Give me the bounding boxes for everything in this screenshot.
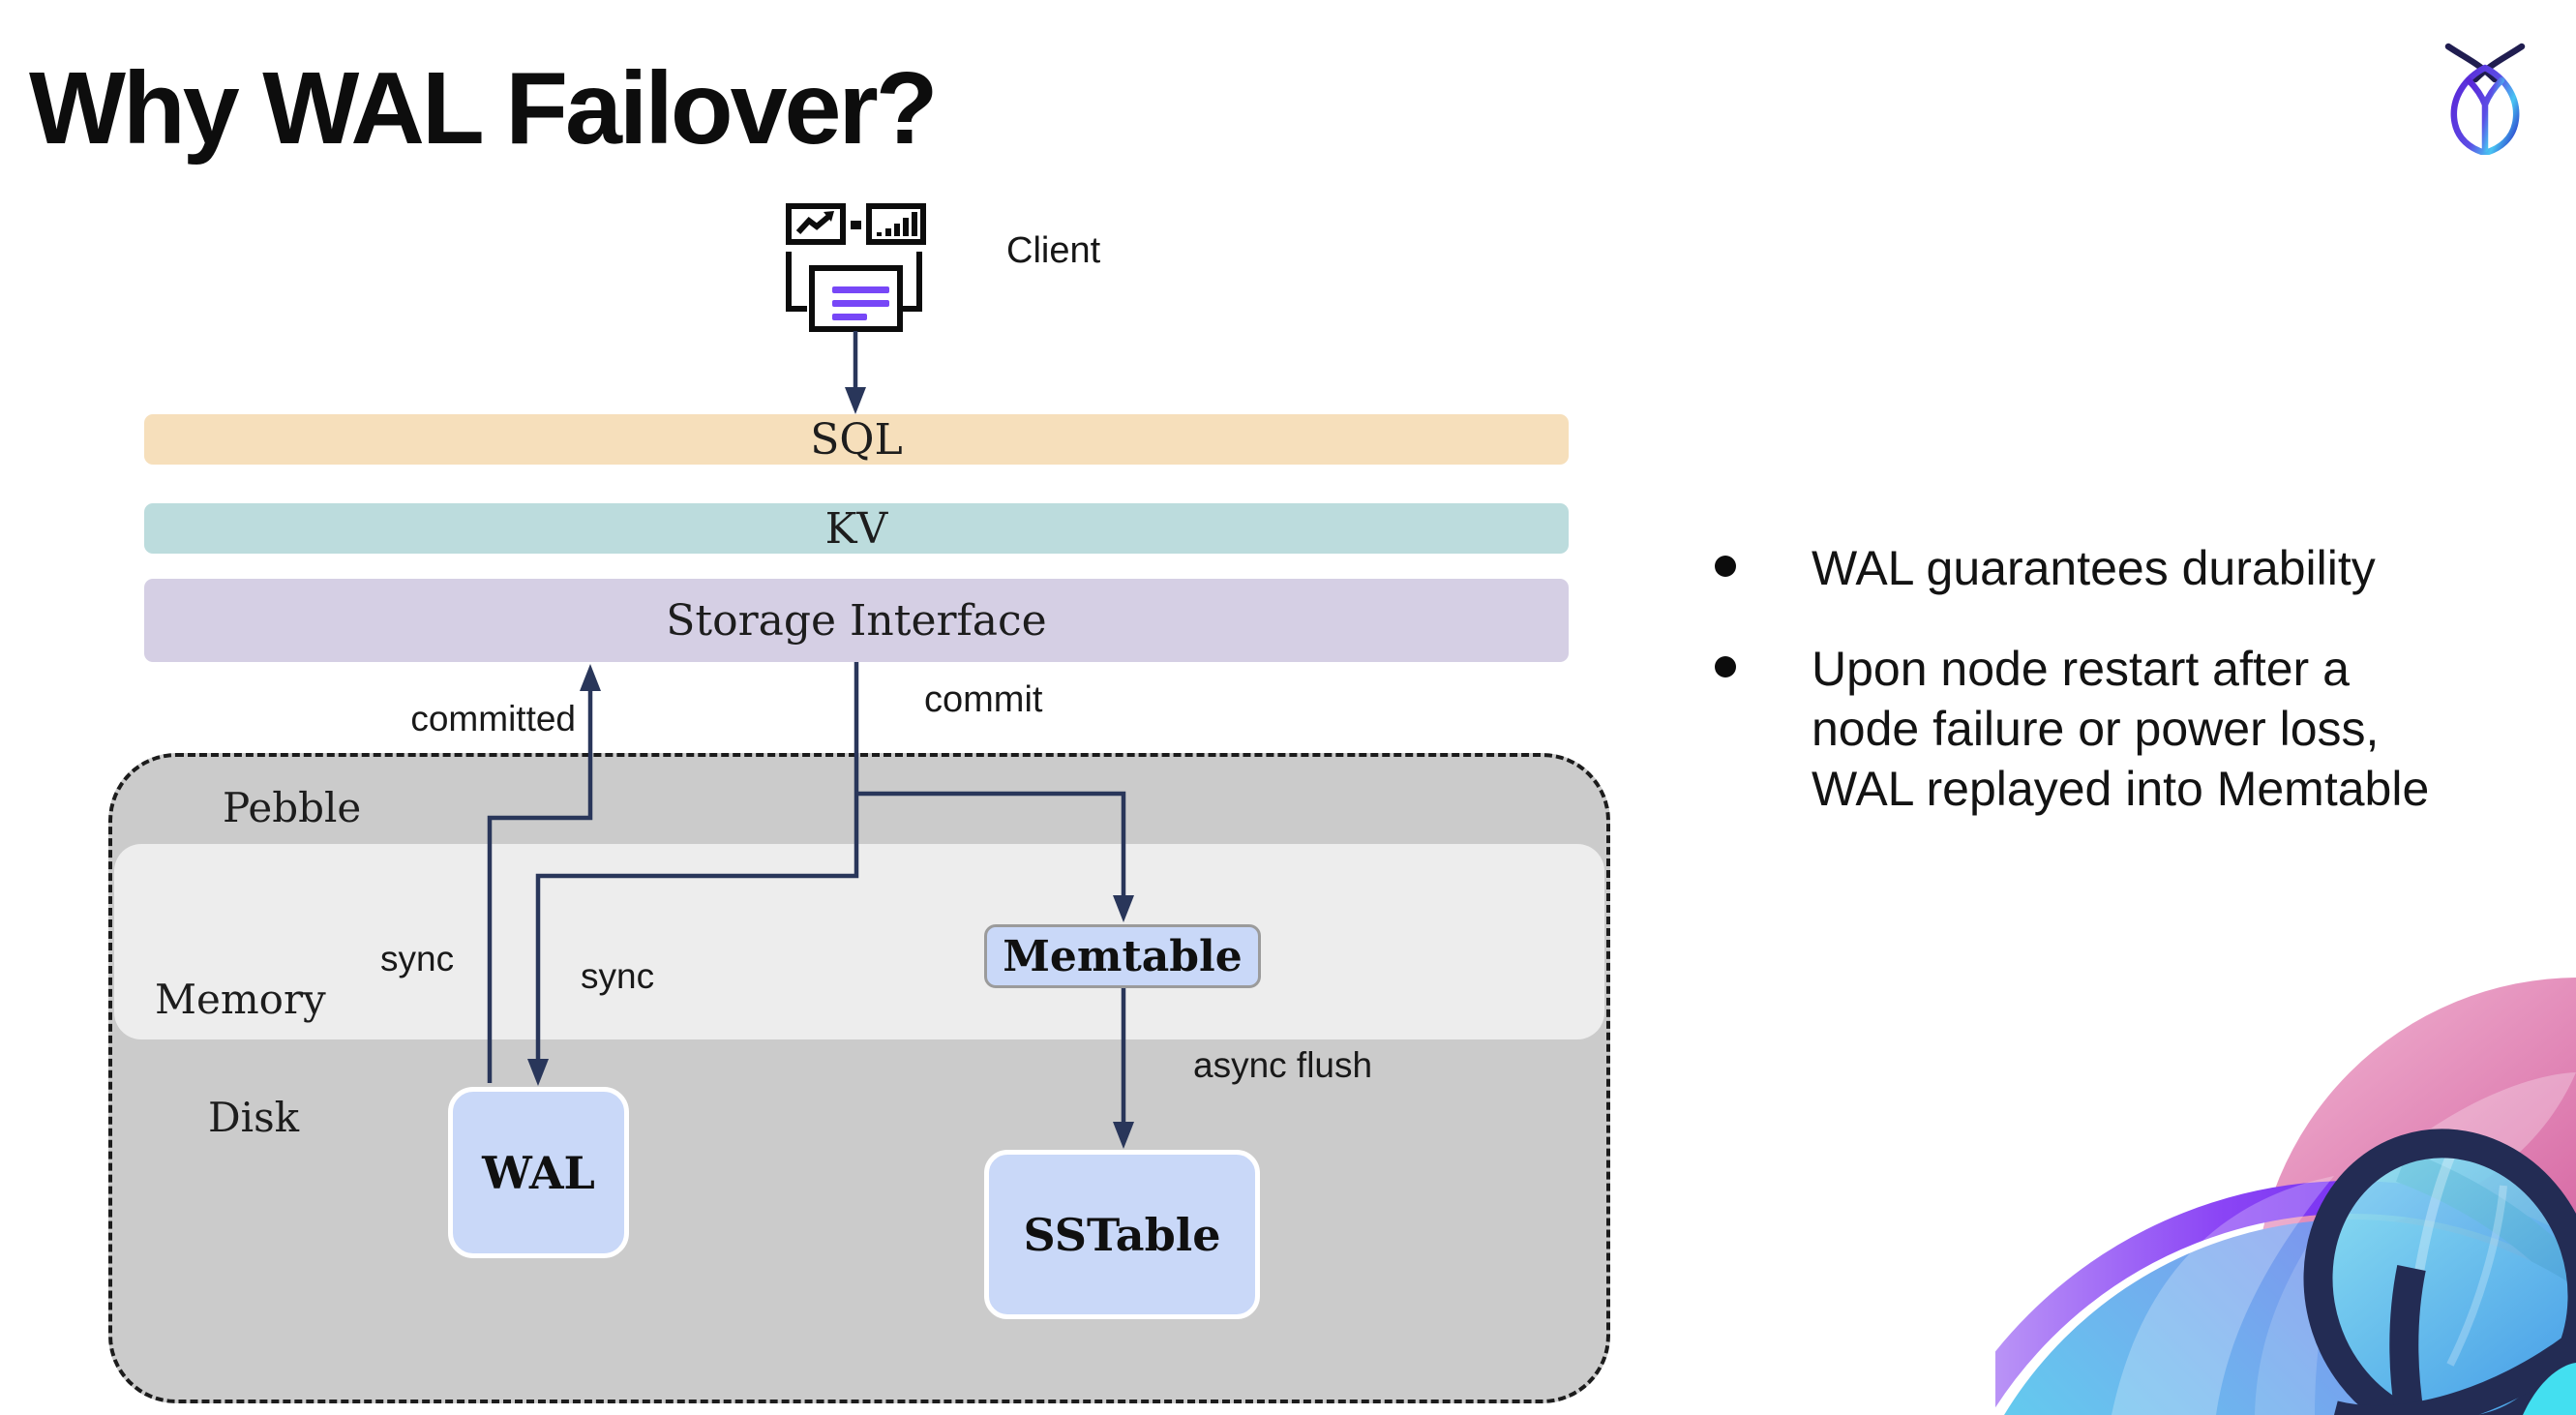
node-wal-label: WAL: [482, 1146, 595, 1199]
node-sstable: SSTable: [984, 1150, 1260, 1319]
bullet-item: Upon node restart after a node failure o…: [1812, 642, 2430, 816]
node-sstable-label: SSTable: [1023, 1208, 1221, 1261]
edge-label-sync-right: sync: [581, 956, 655, 996]
layer-kv-label: KV: [824, 503, 888, 554]
edge-label-committed: committed: [410, 699, 576, 738]
node-wal: WAL: [448, 1087, 629, 1258]
brand-spheres-art: [1995, 978, 2576, 1415]
layer-sql-label: SQL: [810, 414, 903, 465]
bracket-right-icon: [901, 252, 922, 312]
layer-storage-label: Storage Interface: [666, 595, 1047, 646]
document-icon: [809, 265, 903, 332]
edge-label-async-flush: async flush: [1193, 1045, 1373, 1085]
bullet-dot: [1715, 556, 1736, 577]
memory-band: [114, 844, 1604, 1039]
layer-sql: SQL: [144, 414, 1569, 465]
memory-label: Memory: [155, 976, 326, 1023]
edge-label-commit: commit: [924, 679, 1043, 720]
bracket-left-icon: [786, 252, 807, 312]
bullet-dot: [1715, 656, 1736, 677]
disk-label: Disk: [208, 1094, 300, 1141]
layer-kv: KV: [144, 503, 1569, 554]
pebble-label: Pebble: [223, 784, 362, 831]
edge-label-sync-left: sync: [380, 939, 455, 978]
icon-dash: [851, 221, 861, 229]
page-title: Why WAL Failover?: [29, 51, 938, 166]
node-memtable: Memtable: [984, 924, 1261, 988]
layer-storage-interface: Storage Interface: [144, 579, 1569, 662]
bullet-item: WAL guarantees durability: [1812, 541, 2376, 595]
bar-chart-icon: [866, 203, 926, 245]
client-label: Client: [1006, 230, 1101, 271]
node-memtable-label: Memtable: [1003, 931, 1243, 981]
line-chart-icon: [786, 203, 846, 245]
cockroachdb-logo: [2444, 43, 2526, 155]
